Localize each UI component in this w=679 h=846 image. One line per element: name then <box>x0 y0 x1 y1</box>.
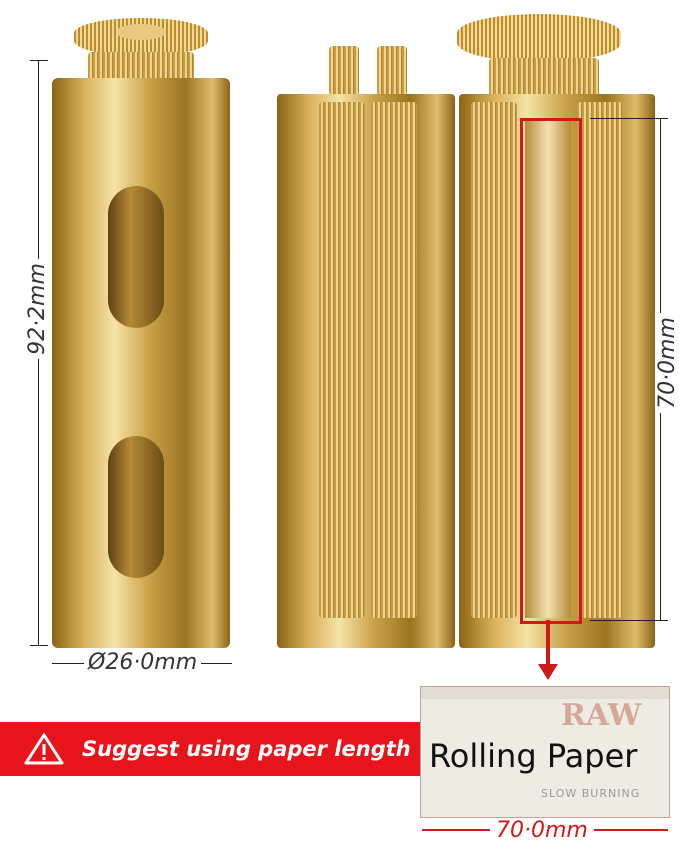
left-half <box>277 94 455 648</box>
left-roller-1 <box>319 102 365 618</box>
knob-cap <box>116 24 166 40</box>
height-label: 92·2mm <box>24 259 51 359</box>
left-peg-2 <box>377 46 407 96</box>
inner-length-label: 70·0mm <box>654 313 679 413</box>
height-tick-bottom <box>30 645 48 646</box>
height-tick-top <box>30 60 48 61</box>
right-knob <box>457 14 621 62</box>
right-pegs <box>489 58 599 98</box>
right-roller-2 <box>577 102 623 618</box>
paper-length-highlight <box>520 118 582 624</box>
rolling-paper-image: RAW Rolling Paper SLOW BURNING <box>420 686 670 818</box>
warning-triangle-icon <box>24 733 64 765</box>
down-arrow-shaft <box>546 620 550 668</box>
inner-tick-bottom <box>590 620 668 621</box>
right-roller-1 <box>471 102 517 618</box>
down-arrow-icon <box>538 664 558 680</box>
upper-window <box>108 186 164 328</box>
paper-length-label: 70·0mm <box>490 818 594 844</box>
opened-roller-unit <box>277 14 655 648</box>
inner-tick-top <box>590 118 668 119</box>
lower-window <box>108 436 164 578</box>
raw-subtitle: SLOW BURNING <box>541 787 641 800</box>
paper-label: Rolling Paper <box>429 737 638 775</box>
diameter-label: Ø26·0mm <box>84 650 202 676</box>
left-roller-2 <box>371 102 417 618</box>
left-peg-1 <box>329 46 359 96</box>
cylinder-product <box>48 18 234 648</box>
raw-logo: RAW <box>561 698 642 733</box>
paper-slot <box>525 118 571 618</box>
paper-top-strip <box>421 687 669 699</box>
teeth <box>88 52 194 82</box>
warning-banner: Suggest using paper length <box>0 722 420 776</box>
banner-text: Suggest using paper length <box>82 737 411 761</box>
